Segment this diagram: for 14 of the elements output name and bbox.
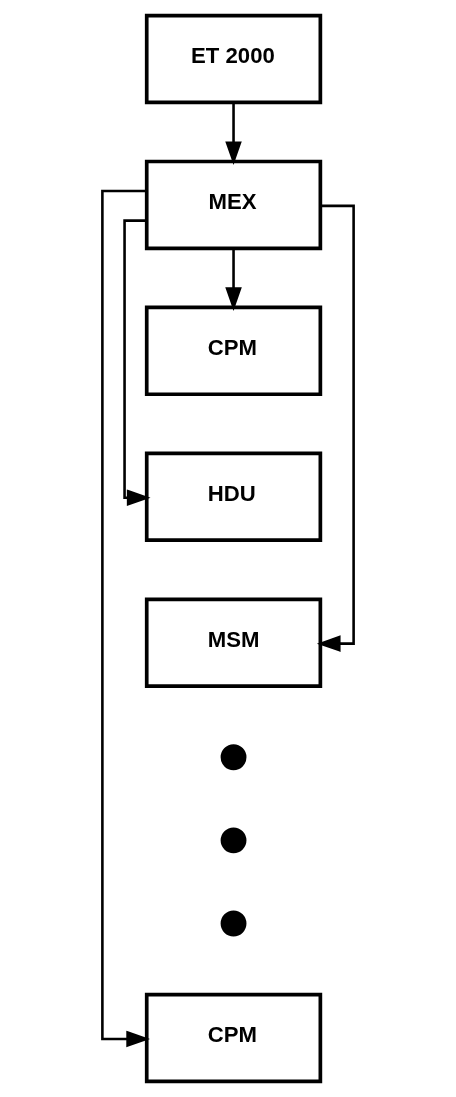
node-box: ET 2000 bbox=[144, 13, 323, 105]
node-circle bbox=[220, 744, 247, 771]
node-box: CPM bbox=[144, 992, 323, 1084]
arrow bbox=[225, 102, 242, 166]
node-circle bbox=[220, 910, 247, 937]
arrow bbox=[225, 248, 242, 311]
node-circle bbox=[220, 827, 247, 854]
node-box: CPM bbox=[144, 305, 323, 397]
arrow bbox=[316, 204, 355, 652]
arrow bbox=[123, 219, 151, 506]
node-box: HDU bbox=[144, 451, 323, 543]
arrow bbox=[101, 189, 150, 1048]
node-box: MSM bbox=[144, 597, 323, 688]
node-box: MEX bbox=[144, 159, 323, 251]
